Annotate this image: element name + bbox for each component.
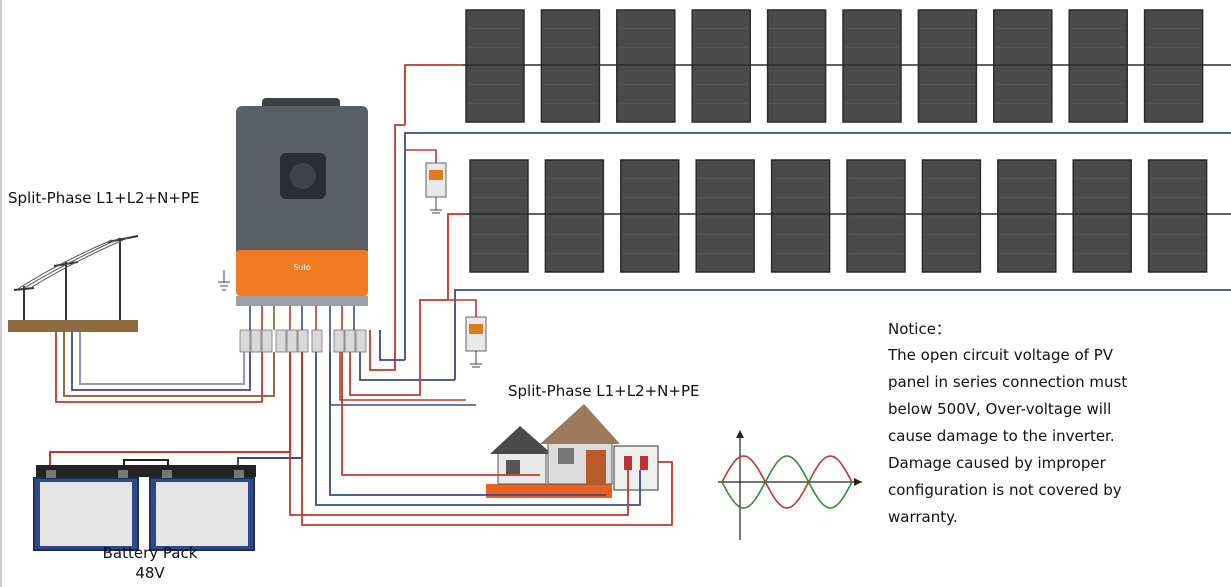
notice-line: below 500V, Over-voltage will bbox=[888, 400, 1112, 418]
battery-label-line1: Battery Pack bbox=[102, 544, 198, 562]
pv1-positive-wire bbox=[404, 64, 462, 125]
pv1-combiner-box bbox=[425, 162, 447, 214]
breaker bbox=[286, 329, 298, 353]
notice-line: panel in series connection must bbox=[888, 373, 1128, 391]
notice-line: configuration is not covered by bbox=[888, 481, 1122, 499]
pv2-negative-wire bbox=[454, 289, 1231, 380]
grid-label: Split-Phase L1+L2+N+PE bbox=[8, 189, 200, 207]
split-phase-waveform bbox=[718, 430, 862, 540]
breaker bbox=[261, 329, 273, 353]
breaker bbox=[344, 329, 356, 353]
notice-line: Damage caused by improper bbox=[888, 454, 1106, 472]
notice-title: Notice： bbox=[888, 320, 951, 338]
inverter-brand: Sulo bbox=[293, 263, 310, 272]
breaker bbox=[297, 329, 309, 353]
battery-label-line2: 48V bbox=[135, 564, 165, 582]
breaker bbox=[311, 329, 323, 353]
breaker-row bbox=[239, 329, 367, 353]
load-label: Split-Phase L1+L2+N+PE bbox=[508, 382, 700, 400]
battery-pack bbox=[33, 465, 256, 551]
sine-l2 bbox=[721, 455, 853, 509]
pv-string-2 bbox=[469, 159, 1208, 273]
battery-label: Battery Pack 48V bbox=[60, 543, 240, 583]
inverter bbox=[218, 98, 368, 306]
distribution-panel bbox=[613, 445, 659, 491]
breaker bbox=[275, 329, 287, 353]
pv1-negative-wire bbox=[404, 132, 1231, 360]
pv2-positive-wire bbox=[447, 213, 466, 300]
breaker bbox=[250, 329, 262, 353]
notice-line: The open circuit voltage of PV bbox=[888, 346, 1114, 364]
utility-grid bbox=[8, 235, 139, 332]
notice-line: warranty. bbox=[888, 508, 958, 526]
pv2-combiner-box bbox=[465, 316, 487, 368]
breaker bbox=[333, 329, 345, 353]
breaker bbox=[355, 329, 367, 353]
pv-string-1 bbox=[465, 9, 1204, 123]
notice-line: cause damage to the inverter. bbox=[888, 427, 1115, 445]
breaker bbox=[239, 329, 251, 353]
house-load bbox=[486, 404, 659, 498]
sine-l1 bbox=[721, 455, 853, 509]
